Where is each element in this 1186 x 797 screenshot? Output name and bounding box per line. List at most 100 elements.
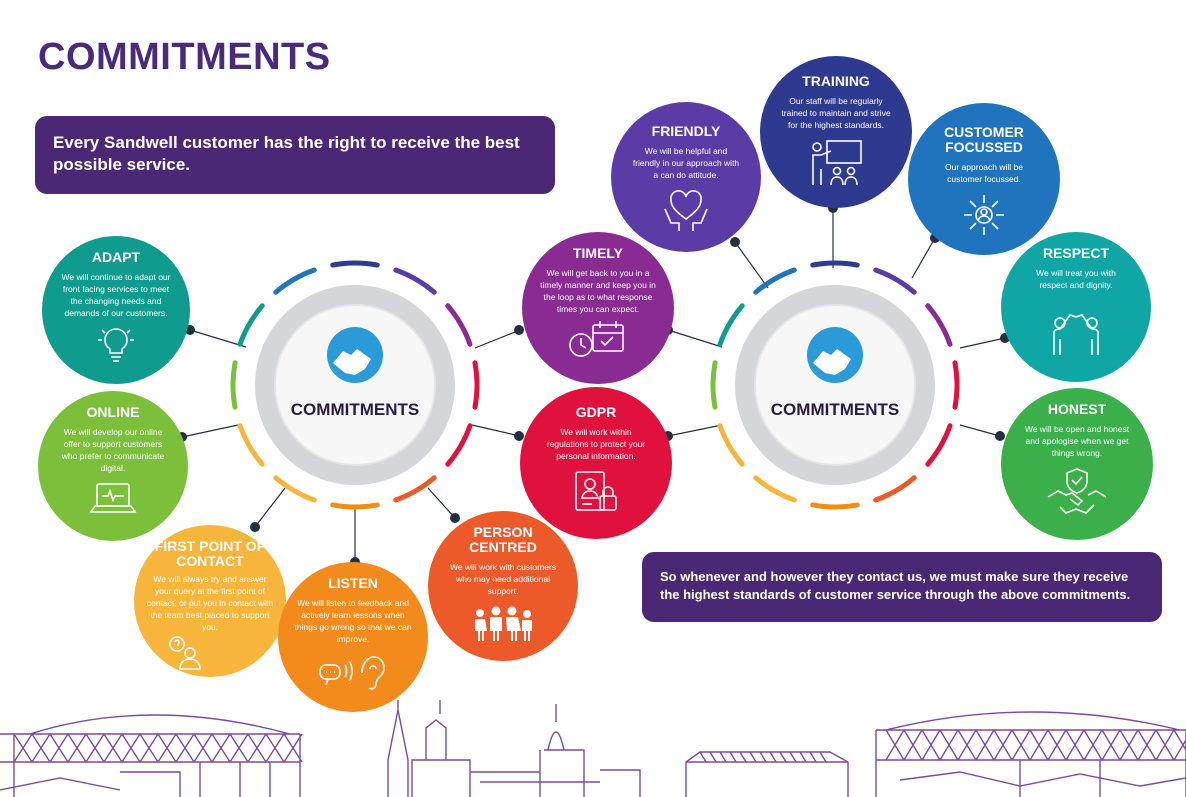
skyline-outline xyxy=(903,729,923,761)
bubble-first-point-title: FIRST POINT OF CONTACT xyxy=(154,538,266,569)
presentation-icon xyxy=(812,140,862,186)
page-title: COMMITMENTS xyxy=(38,36,331,78)
bubble-first-point-text: We will always try and answer your query… xyxy=(146,574,274,632)
bubble-adapt-title: ADAPT xyxy=(91,249,141,265)
connector-dot xyxy=(514,431,524,441)
bubble-listen: LISTEN We will listen to feedback and ac… xyxy=(278,562,428,712)
skyline-outline xyxy=(1083,729,1103,761)
bubble-friendly-text: We will be helpful and friendly in our a… xyxy=(632,146,740,180)
lightbulb-icon xyxy=(98,328,134,362)
hub-ring-segment xyxy=(873,267,917,295)
connector-dot xyxy=(514,325,524,335)
connector-line xyxy=(667,424,723,437)
bubble-listen-text: We will listen to feedback and actively … xyxy=(294,598,412,644)
hub-ring-segment xyxy=(230,360,238,410)
connector-line xyxy=(181,424,239,438)
bubble-training-title: TRAINING xyxy=(802,73,870,89)
connector-line xyxy=(189,329,247,348)
skyline-outline xyxy=(1065,729,1085,761)
skyline-outline xyxy=(759,751,767,763)
skyline-outline xyxy=(1137,729,1157,761)
connector-dot xyxy=(995,431,1005,441)
skyline-outline xyxy=(799,751,807,763)
skyline-outline xyxy=(265,733,285,763)
bubble-gdpr-title: GDPR xyxy=(575,404,617,420)
bubble-listen-title: LISTEN xyxy=(328,575,378,591)
bubble-timely-title: TIMELY xyxy=(572,245,624,261)
family-icon xyxy=(475,606,532,641)
skyline-outline xyxy=(85,733,105,763)
hub-ring-segment xyxy=(873,475,917,503)
bubble-honest-text: We will be open and honest and apologise… xyxy=(1024,424,1130,458)
skyline-outline xyxy=(779,751,787,763)
skyline-outline xyxy=(1119,729,1139,761)
padlock-document-icon xyxy=(575,471,617,511)
hub-inner-disc xyxy=(274,304,436,466)
handshake-icon-hands xyxy=(333,349,371,375)
hub-ring-segment xyxy=(717,423,745,467)
skyline-outline xyxy=(1173,729,1186,761)
skyline-outline xyxy=(789,751,797,763)
skyline-outline xyxy=(211,733,231,763)
skyline-outline xyxy=(709,751,717,763)
connector-line xyxy=(959,424,1001,437)
bubble-customer-focussed-text: Our approach will be customer focussed. xyxy=(945,162,1023,184)
hub-ring-segment xyxy=(810,502,860,510)
skyline-outline xyxy=(1101,729,1121,761)
bubble-online: ONLINE We will develop our online offer … xyxy=(38,391,188,541)
hub-ring-segment xyxy=(925,423,953,467)
bubble-adapt-text: We will continue to adapt our front faci… xyxy=(61,272,171,318)
hub-ring-segment xyxy=(330,502,380,510)
connector-dot xyxy=(450,513,460,523)
skyline-outline xyxy=(193,733,213,763)
hub-ring-segment xyxy=(445,423,473,467)
connector-dot xyxy=(730,237,740,247)
hub-ring-segment xyxy=(717,303,745,347)
skyline-outline xyxy=(1155,729,1175,761)
skyline-outline xyxy=(411,700,471,797)
bubble-online-text: We will develop our online offer to supp… xyxy=(61,427,165,473)
bubble-timely: TIMELY We will get back to you in a time… xyxy=(522,232,674,384)
skyline-outline xyxy=(480,769,641,797)
skyline-outline xyxy=(957,729,977,761)
hub-ring-segment xyxy=(710,360,718,410)
heart-hands-icon xyxy=(664,190,708,231)
skyline-outline xyxy=(939,729,959,761)
hub-ring-segment xyxy=(330,260,380,268)
hub-right xyxy=(710,260,960,510)
hub-ring-segment xyxy=(753,475,797,503)
handshake-icon-hands xyxy=(813,349,851,375)
hub-ring-segment xyxy=(810,260,860,268)
bubble-person-centred: PERSON CENTRED We will work with custome… xyxy=(428,511,578,661)
skyline-outline xyxy=(809,751,817,763)
bubble-adapt: ADAPT We will continue to adapt our fron… xyxy=(42,236,190,384)
calendar-clock-icon xyxy=(569,321,624,357)
connector-line xyxy=(667,329,723,348)
skyline-outline xyxy=(470,704,585,797)
bubble-honest-title: HONEST xyxy=(1047,401,1107,417)
hub-left-label: COMMITMENTS xyxy=(290,400,420,419)
closing-banner: So whenever and however they contact us,… xyxy=(642,552,1162,622)
hub-ring-segment xyxy=(393,475,437,503)
bubble-customer-focussed: CUSTOMER FOCUSSED Our approach will be c… xyxy=(908,103,1060,255)
town-skyline-illustration xyxy=(0,700,1186,797)
bubble-respect: RESPECT We will treat you with respect a… xyxy=(1001,232,1151,382)
skyline-outline xyxy=(739,751,747,763)
skyline-outline xyxy=(1047,729,1067,761)
skyline-outline xyxy=(685,751,849,797)
bubble-customer-focussed-title: CUSTOMER FOCUSSED xyxy=(944,124,1024,155)
bubble-respect-title: RESPECT xyxy=(1042,245,1110,261)
skyline-outline xyxy=(819,751,827,763)
connector-line xyxy=(254,487,286,528)
skyline-outline xyxy=(699,751,707,763)
skyline-outline xyxy=(103,733,123,763)
hub-ring-segment xyxy=(237,423,265,467)
skyline-outline xyxy=(769,751,777,763)
skyline-outline xyxy=(49,733,69,763)
hub-right-label: COMMITMENTS xyxy=(770,400,900,419)
bubble-training: TRAINING Our staff will be regularly tra… xyxy=(760,56,912,208)
skyline-outline xyxy=(993,729,1013,761)
skyline-outline xyxy=(247,733,267,763)
skyline-outline xyxy=(0,714,301,797)
bubble-online-title: ONLINE xyxy=(86,404,140,420)
